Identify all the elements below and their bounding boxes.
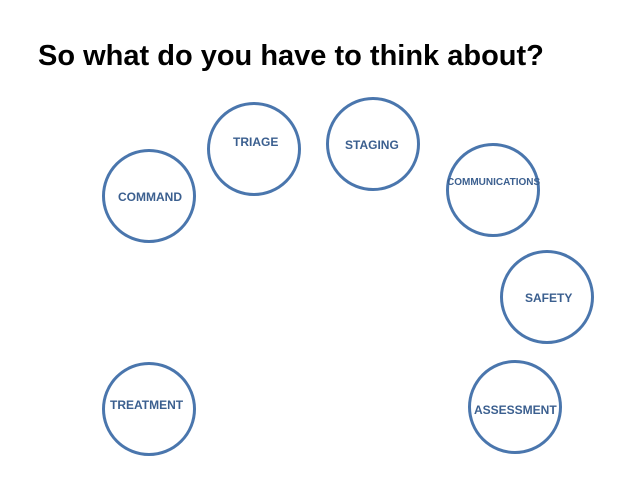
topic-label-assessment: ASSESSMENT xyxy=(474,403,557,417)
topic-circle-assessment xyxy=(468,360,562,454)
slide-title: So what do you have to think about? xyxy=(38,40,544,72)
topic-circle-communications xyxy=(446,143,540,237)
topic-label-safety: SAFETY xyxy=(525,291,573,305)
topic-label-staging: STAGING xyxy=(345,138,399,152)
topic-circle-triage xyxy=(207,102,301,196)
topic-label-command: COMMAND xyxy=(118,190,182,204)
topic-label-triage: TRIAGE xyxy=(233,135,279,149)
topic-label-communications: COMMUNICATIONS xyxy=(447,177,541,188)
topic-circle-staging xyxy=(326,97,420,191)
topic-circle-treatment xyxy=(102,362,196,456)
topic-circle-command xyxy=(102,149,196,243)
topic-circle-safety xyxy=(500,250,594,344)
topic-label-treatment: TREATMENT xyxy=(110,398,184,412)
